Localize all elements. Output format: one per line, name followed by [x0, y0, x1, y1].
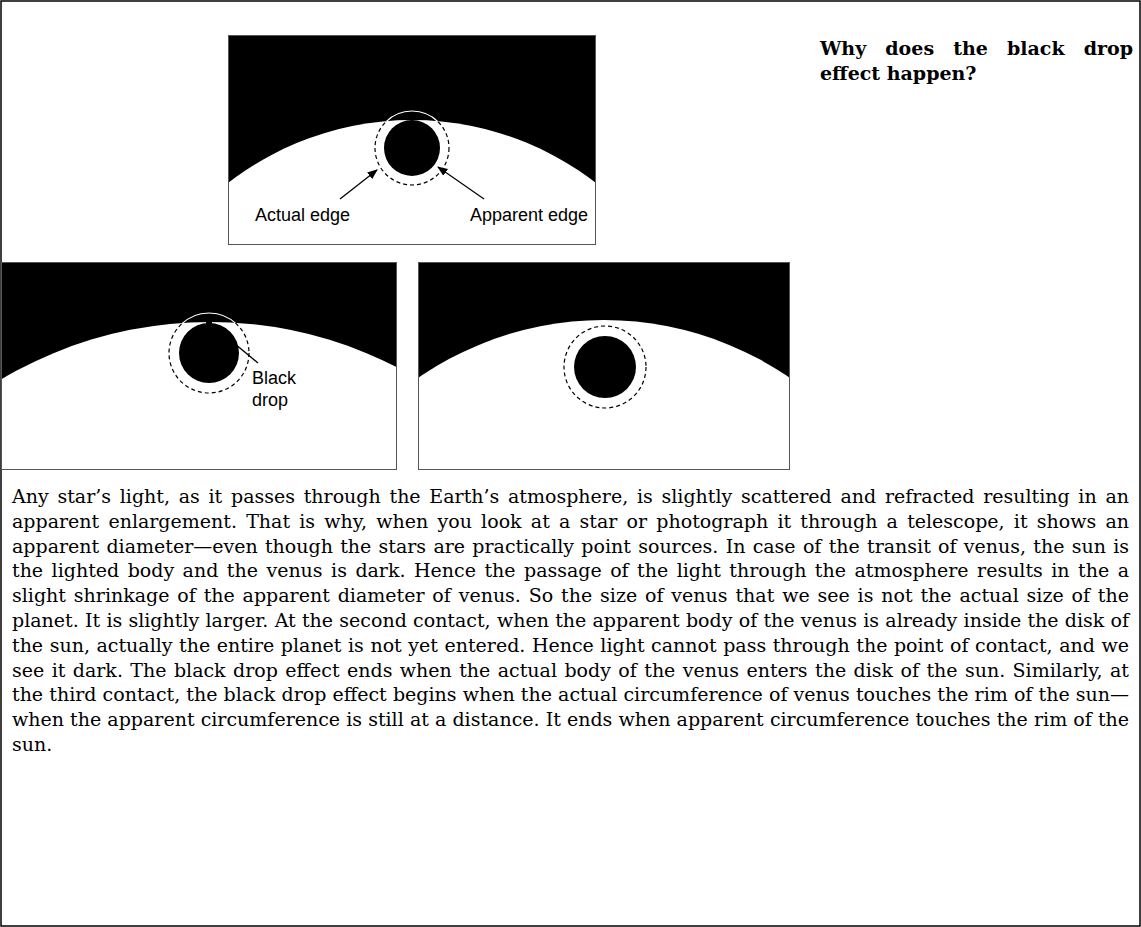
heading: Why does the black drop effect happen? [820, 36, 1133, 86]
callout-label: Actual edge [255, 204, 350, 226]
callout-label: Black drop [252, 367, 314, 411]
body-paragraph: Any star’s light, as it passes through t… [12, 484, 1129, 757]
callout-label: Apparent edge [470, 204, 588, 226]
